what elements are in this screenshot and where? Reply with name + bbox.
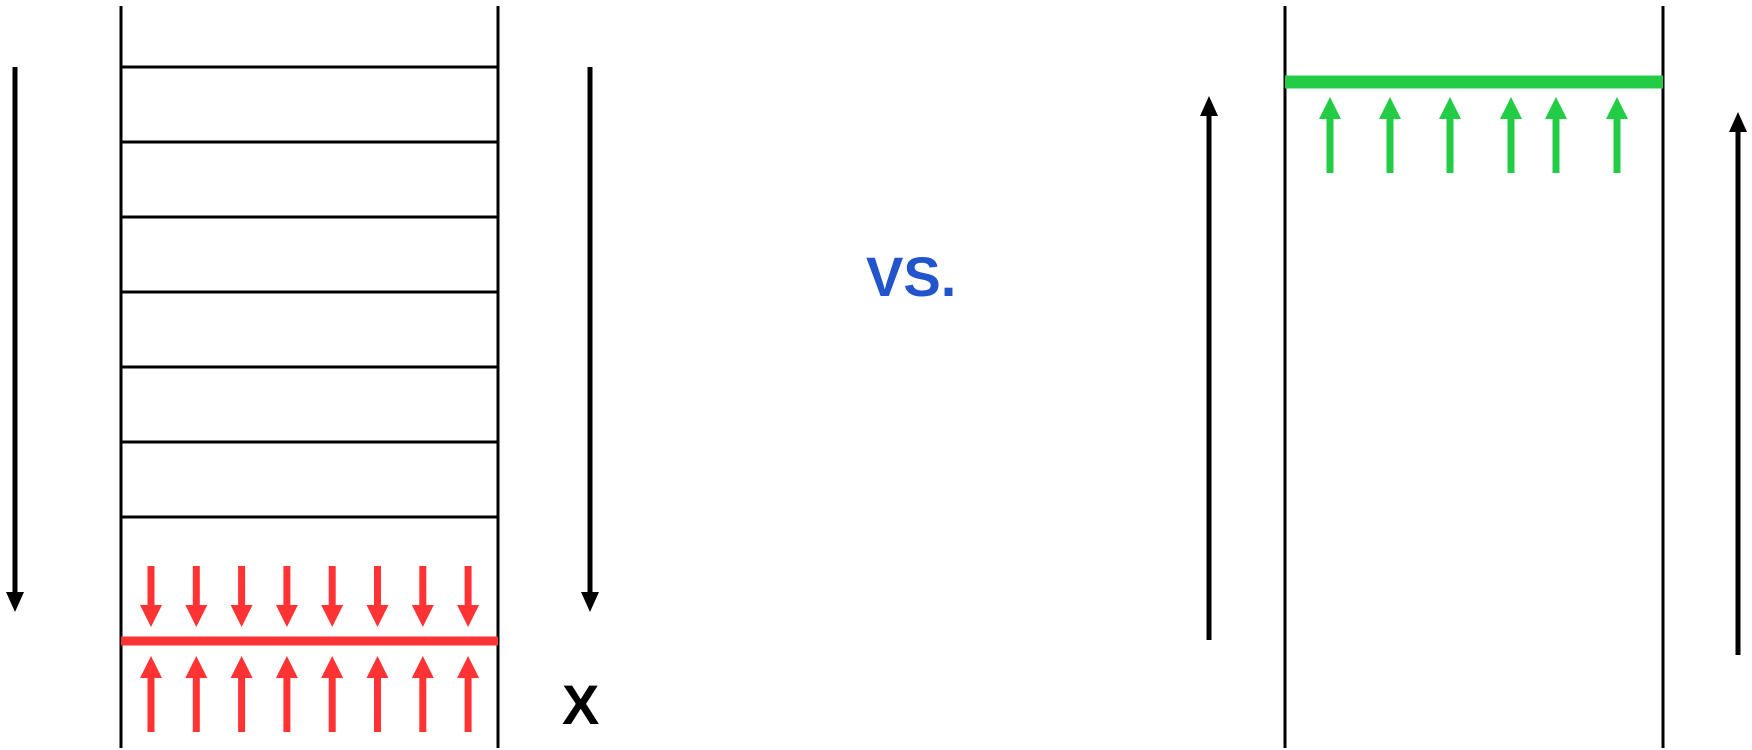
- green-up-arrow: [1319, 97, 1341, 173]
- red-down-arrow: [140, 566, 162, 627]
- left-inner-down-arrow: [581, 67, 599, 612]
- red-up-arrow: [457, 656, 480, 732]
- red-down-arrow: [366, 566, 389, 627]
- red-down-arrows: [140, 566, 480, 627]
- red-up-arrow: [321, 656, 344, 732]
- green-up-arrow: [1379, 97, 1401, 173]
- red-down-arrow: [185, 566, 208, 627]
- green-up-arrows: [1319, 97, 1628, 173]
- red-down-arrow: [457, 566, 480, 627]
- vs-label: VS.: [866, 245, 957, 308]
- green-up-arrow: [1500, 97, 1522, 173]
- green-up-arrow: [1439, 97, 1461, 173]
- red-up-arrow: [411, 656, 434, 732]
- green-up-arrow: [1545, 97, 1567, 173]
- left-shelves: [121, 65, 498, 519]
- red-down-arrow: [321, 566, 344, 627]
- right-diagram: [1200, 6, 1747, 748]
- red-up-arrows: [140, 656, 480, 732]
- red-up-arrow: [366, 656, 389, 732]
- red-up-arrow: [275, 656, 298, 732]
- red-down-arrow: [275, 566, 298, 627]
- right-outer-up-arrow-right: [1729, 112, 1747, 655]
- red-up-arrow: [185, 656, 208, 732]
- red-down-arrow: [230, 566, 253, 627]
- green-up-arrow: [1606, 97, 1628, 173]
- red-up-arrow: [140, 656, 162, 732]
- x-label: X: [562, 673, 600, 736]
- right-outer-up-arrow-left: [1200, 96, 1218, 640]
- red-down-arrow: [411, 566, 434, 627]
- red-up-arrow: [230, 656, 253, 732]
- left-diagram: [6, 6, 599, 748]
- left-outer-down-arrow: [6, 67, 24, 612]
